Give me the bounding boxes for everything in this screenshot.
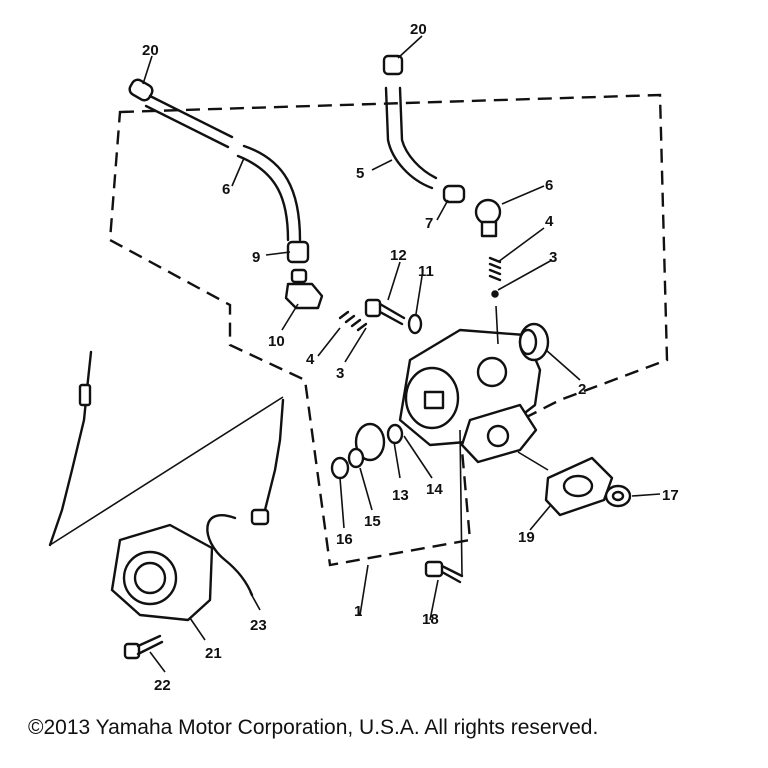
elbow-fitting-10 [284,268,324,310]
label-part-3a: 3 [336,365,344,382]
label-part-23: 23 [250,617,267,634]
spring-4-right [488,256,502,282]
label-part-19: 19 [518,529,535,546]
cable-clip-23 [206,508,270,597]
seal-2 [518,322,550,362]
label-part-20b: 20 [410,21,427,38]
label-part-13: 13 [392,487,409,504]
pump-cable [48,350,285,547]
spring-4-left [338,310,368,332]
hose-6-left [128,78,302,242]
assembly-boundary-dashed [108,93,669,567]
label-part-15: 15 [364,513,381,530]
oil-pump-body [398,328,542,464]
pump-cover-21 [110,523,214,622]
label-part-16: 16 [336,531,353,548]
bolt-22 [123,634,164,660]
label-part-7: 7 [425,215,433,232]
label-part-5: 5 [356,165,364,182]
label-part-12: 12 [390,247,407,264]
washer-11 [407,313,423,335]
plate-13 [354,422,386,462]
gasket-19 [544,456,614,517]
label-part-20a: 20 [142,42,159,59]
label-part-14: 14 [426,481,443,498]
label-part-18: 18 [422,611,439,628]
screw-12 [364,298,406,326]
fitting-7 [442,184,466,204]
copyright-notice: ©2013 Yamaha Motor Corporation, U.S.A. A… [28,716,599,739]
label-part-4a: 4 [306,351,315,368]
label-part-21: 21 [205,645,222,662]
label-part-6b: 6 [545,177,553,194]
bolt-18 [424,560,464,584]
label-part-22: 22 [154,677,171,694]
label-part-4b: 4 [545,213,554,230]
label-part-17: 17 [662,487,679,504]
label-part-2: 2 [578,381,586,398]
ball-3-right [491,290,499,298]
label-part-11: 11 [418,263,434,280]
label-part-3b: 3 [549,249,557,266]
nut-15-16 [330,447,365,480]
label-part-9: 9 [252,249,260,266]
label-part-6a: 6 [222,181,230,198]
leader-lines [142,35,661,673]
label-part-1: 1 [354,603,362,620]
fitting-9 [286,240,310,264]
label-part-10: 10 [268,333,285,350]
nozzle-6-right [474,198,502,238]
washer-14 [386,423,404,445]
hose-5-right [382,54,438,190]
oring-17 [604,484,632,508]
